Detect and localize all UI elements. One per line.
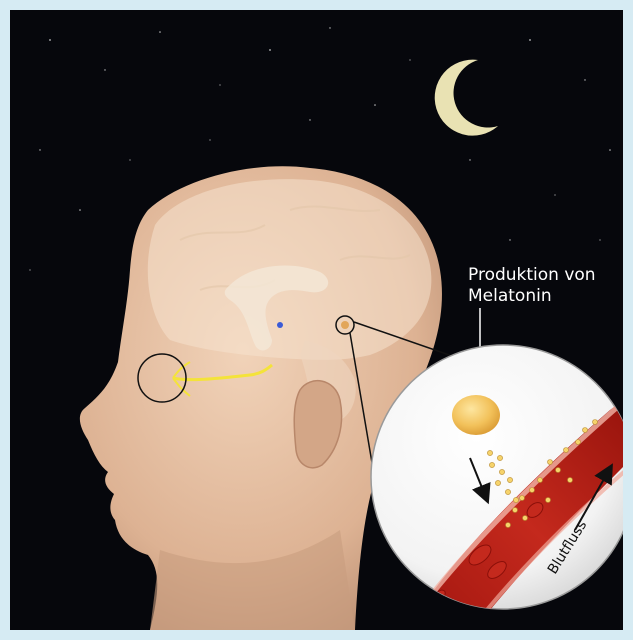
production-label-line2: Melatonin	[468, 286, 552, 306]
production-label: Produktion von	[468, 265, 596, 285]
melatonin-gland	[452, 395, 500, 435]
pineal-gland	[341, 321, 349, 329]
melatonin-illustration: Produktion von Melatonin	[10, 10, 623, 630]
suprachiasmatic-nucleus	[277, 322, 283, 328]
